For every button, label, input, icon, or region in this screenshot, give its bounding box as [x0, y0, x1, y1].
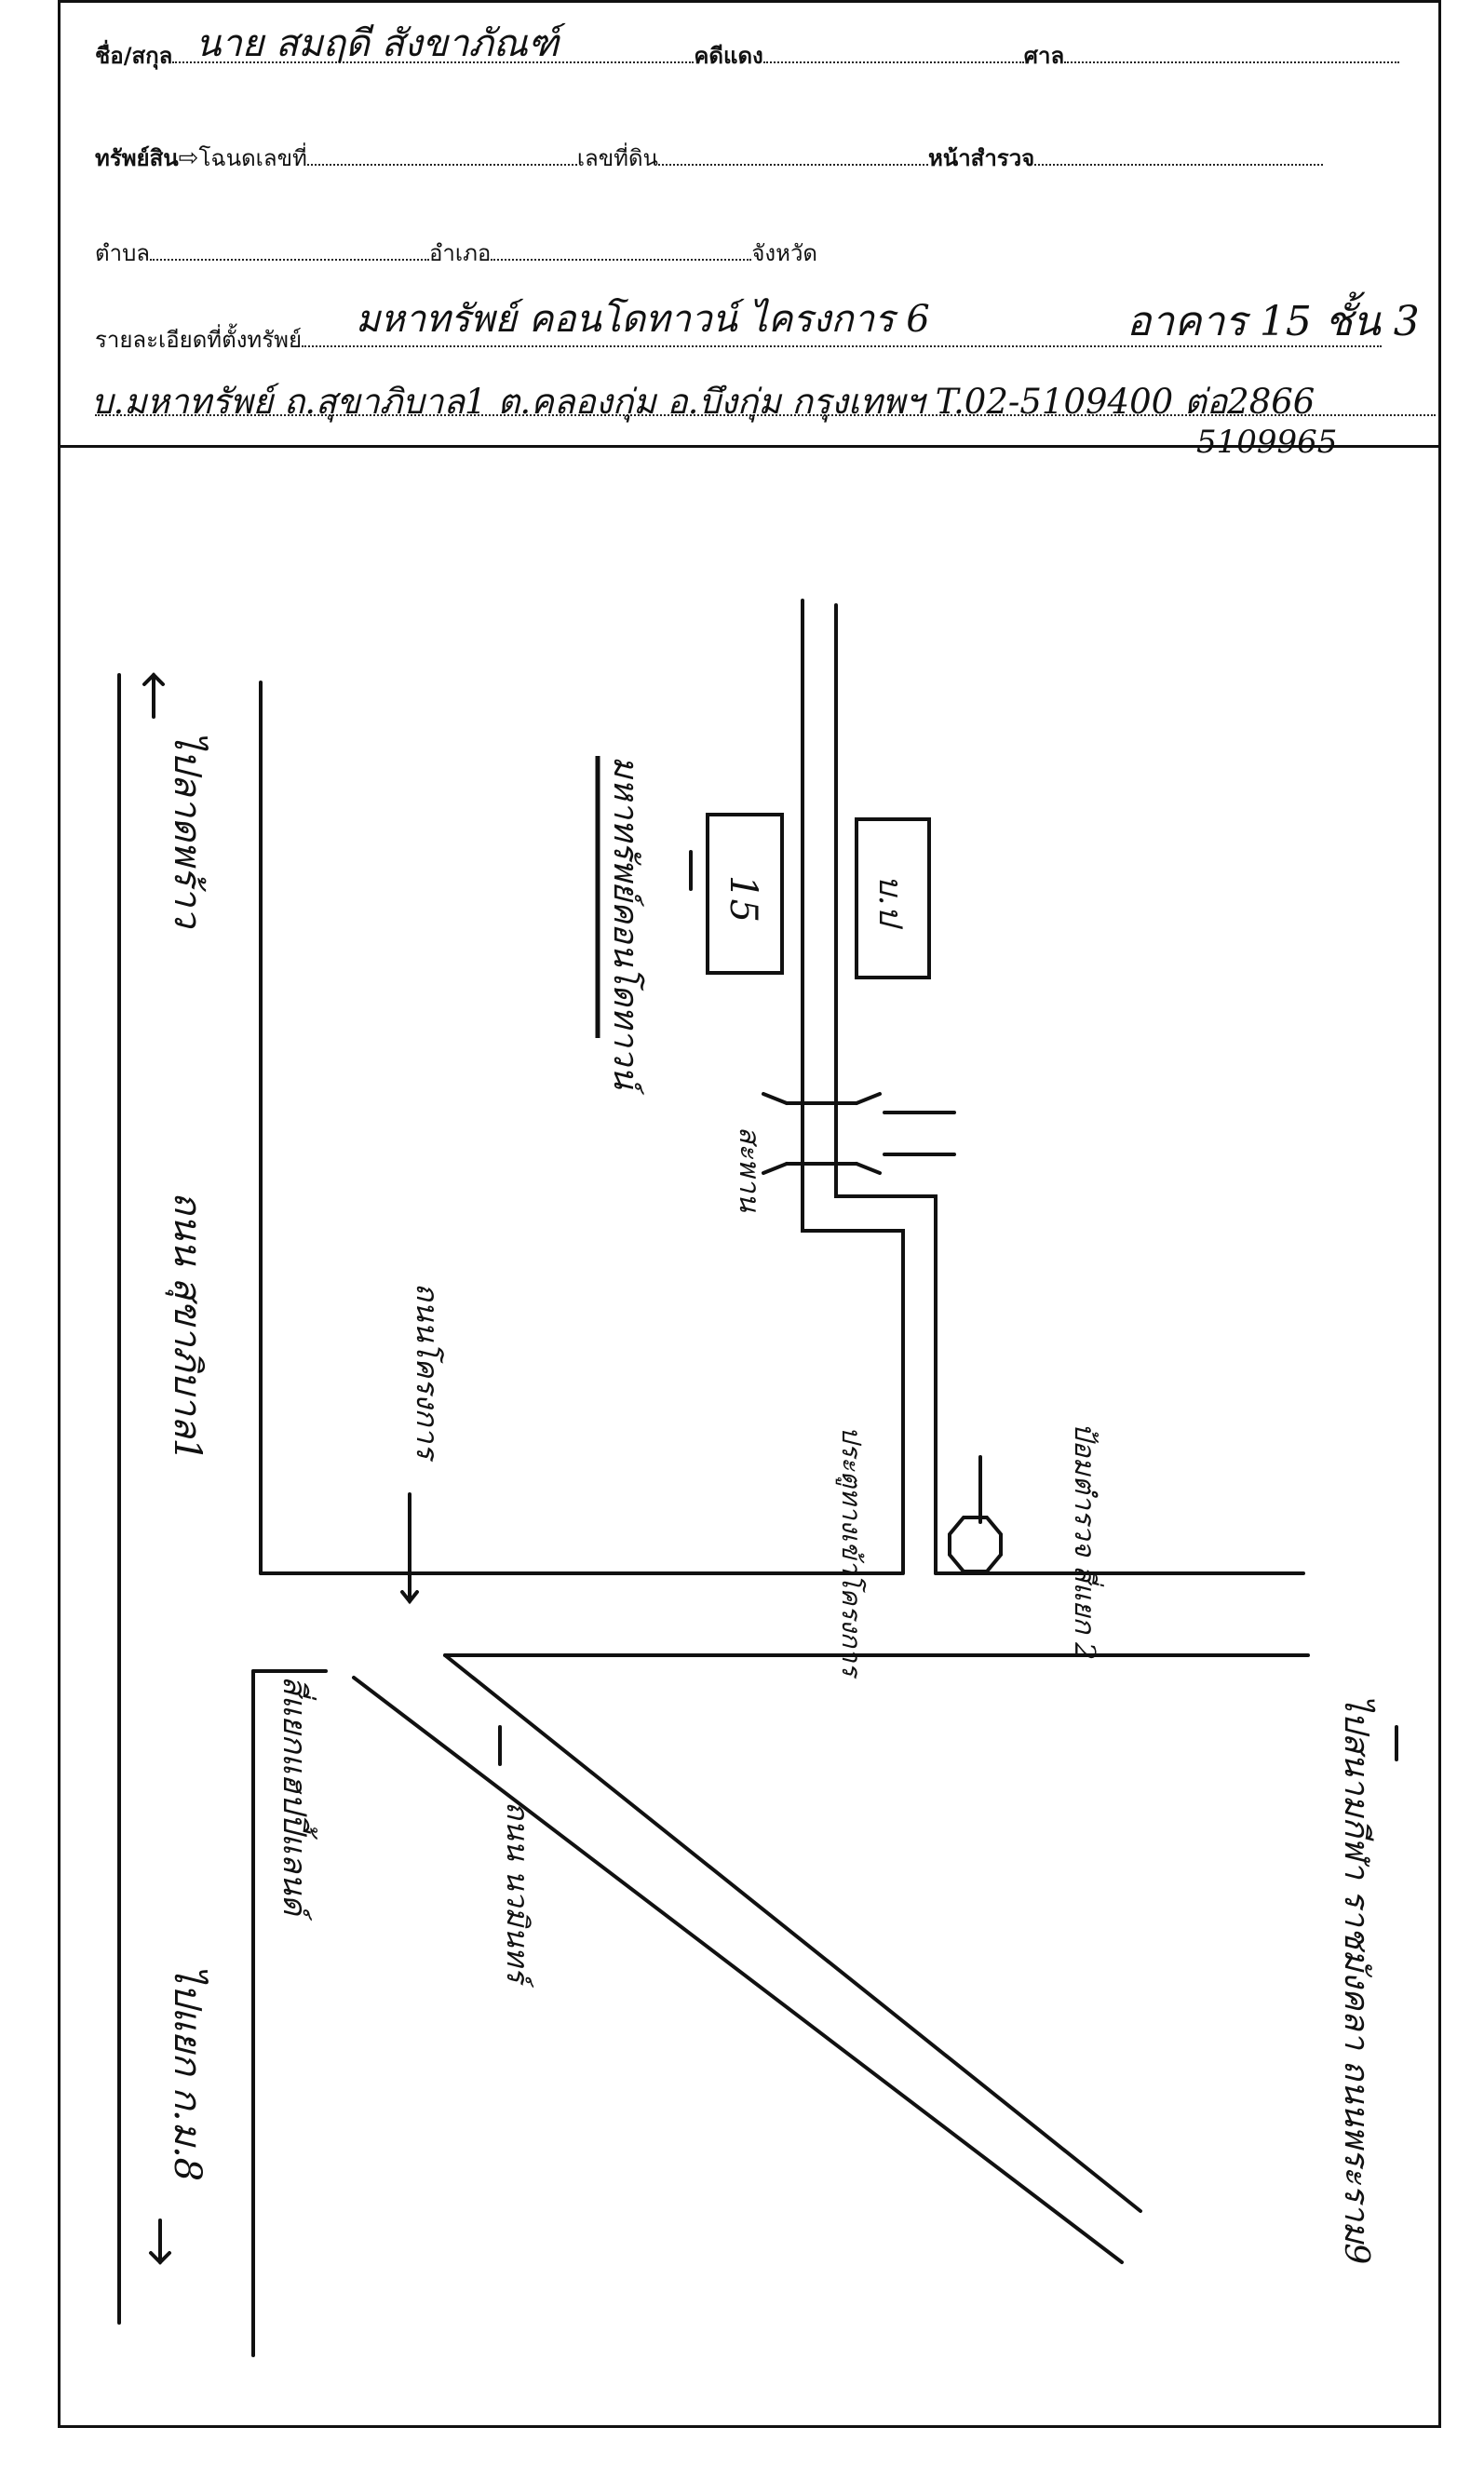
road-left-from: ไปแยก ก.ม.8: [166, 1964, 209, 2181]
soi-road-right: [834, 603, 938, 1575]
land-no-label: เลขที่ดิน: [576, 145, 658, 171]
name-row: ชื่อ/สกุล คดีแดง ศาล: [95, 37, 1400, 74]
road-right-label: ไปสนามกีฬา ราชมังคลา ถนนพระราม9: [1337, 1694, 1376, 2264]
soi-label: ถนนโครงการ: [410, 1283, 445, 1463]
area-row: ตำบล อำเภอ จังหวัด: [95, 235, 817, 271]
case-label: คดีแดง: [694, 43, 763, 69]
location-label: รายละเอียดที่ตั้งทรัพย์: [95, 327, 303, 353]
police-label: ป้อมตำรวจ สี่แยก 2: [1068, 1423, 1104, 1660]
building-15-label: 15: [722, 875, 764, 923]
diagonal-road-lower: [352, 1676, 1124, 2264]
bridge-label: สะพาน: [733, 1126, 765, 1213]
gate-label: ประตูทางเข้าโครงการ: [835, 1426, 867, 1679]
road-left-name: ถนน สุขาภิบาล1: [165, 1192, 209, 1462]
survey-label: หน้าสำรวจ: [927, 145, 1035, 171]
arrow-icon: ⇨: [178, 144, 199, 172]
name-value: นาย สมฤดี สังขาภัณฑ์: [196, 22, 560, 65]
project-name: มหาทรัพย์คอนโดทาวน์: [606, 756, 645, 1096]
subdistrict-label: ตำบล: [95, 240, 151, 266]
address-row: [95, 396, 1436, 422]
document-frame: [58, 0, 1441, 2428]
property-label: ทรัพย์สิน: [95, 145, 179, 171]
soi-road-left: [801, 599, 905, 1575]
road-left-to: ไปลาดพร้าว: [166, 731, 209, 930]
header-divider: [58, 445, 1441, 448]
police-box-icon: [948, 1516, 1003, 1573]
building-other: [855, 817, 931, 979]
building-15: [706, 813, 784, 975]
deed-label: โฉนดเลขที่: [198, 145, 307, 171]
road-diag-label: ถนน นวมินทร์: [500, 1801, 535, 1988]
property-row: ทรัพย์สิน⇨โฉนดเลขที่ เลขที่ดิน หน้าสำรวจ: [95, 140, 1324, 176]
court-label: ศาล: [1023, 43, 1065, 69]
name-label: ชื่อ/สกุล: [95, 43, 173, 69]
building-value: อาคาร 15 ชั้น 3: [1126, 298, 1420, 345]
province-label: จังหวัด: [751, 240, 818, 266]
district-label: อำเภอ: [429, 240, 492, 266]
phone-extra: 5109965: [1196, 424, 1338, 461]
building-other-label: บ.ป: [871, 875, 909, 929]
location-row: รายละเอียดที่ตั้งทรัพย์: [95, 321, 1383, 357]
diagonal-road-upper: [443, 1653, 1142, 2213]
location-value: มหาทรัพย์ คอนโดทาวน์ ไครงการ 6: [356, 298, 930, 341]
cross-left-label: สี่แยกแฮปปี้แลนด์: [276, 1676, 318, 1922]
address-value: บ.มหาทรัพย์ ถ.สุขาภิบาล1 ต.คลองกุ่ม อ.บึ…: [91, 382, 1315, 422]
